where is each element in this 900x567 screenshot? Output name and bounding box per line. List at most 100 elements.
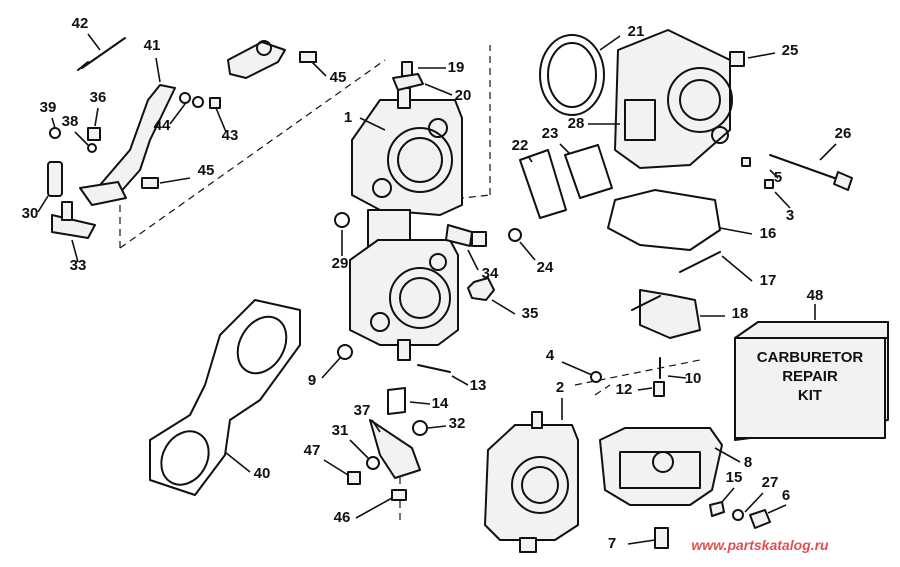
callout-leader-40 <box>224 451 251 473</box>
screw-45-top <box>299 51 317 63</box>
callout-leader-34 <box>467 249 479 271</box>
collar-46 <box>391 489 407 501</box>
callout-leader-10 <box>667 375 687 379</box>
callout-leader-39 <box>51 117 56 129</box>
callout-leader-25 <box>747 52 776 59</box>
callout-label-5: 5 <box>774 169 782 186</box>
gasket-23 <box>564 144 613 199</box>
pin-17 <box>679 251 721 273</box>
callout-leader-27 <box>744 492 764 513</box>
callout-label-40: 40 <box>254 465 271 482</box>
repair-kit-line3: KIT <box>798 387 822 404</box>
callout-label-23: 23 <box>542 125 559 142</box>
washer-39 <box>49 127 61 139</box>
callout-label-24: 24 <box>537 259 554 276</box>
callout-label-28: 28 <box>568 115 585 132</box>
bottom-right-hardware <box>590 357 771 549</box>
float-18 <box>631 289 701 339</box>
callout-leader-12 <box>637 387 653 391</box>
repair-kit-line2: REPAIR <box>782 368 838 385</box>
plug-9 <box>337 344 353 360</box>
float-bowl <box>599 427 723 506</box>
upper-carburetor-body <box>351 87 463 251</box>
callout-leader-1 <box>359 117 386 131</box>
callout-label-8: 8 <box>744 454 752 471</box>
throttle-arm <box>47 84 176 206</box>
air-intake-housing <box>614 29 733 169</box>
callout-label-14: 14 <box>432 395 449 412</box>
repair-kit-line1: CARBURETOR <box>757 349 864 366</box>
callout-label-31: 31 <box>332 422 349 439</box>
long-screw <box>77 37 126 71</box>
callout-leader-42 <box>87 33 101 51</box>
callout-label-45: 45 <box>198 162 215 179</box>
callout-label-19: 19 <box>448 59 465 76</box>
callout-label-48: 48 <box>807 287 824 304</box>
intake-gasket <box>539 34 605 116</box>
plate-20 <box>392 73 424 91</box>
plug-29 <box>334 212 350 228</box>
callout-label-43: 43 <box>222 127 239 144</box>
callout-leader-45 <box>311 61 327 77</box>
callout-label-44: 44 <box>154 117 171 134</box>
callout-label-27: 27 <box>762 474 779 491</box>
nozzle-12 <box>653 381 665 397</box>
spring-14 <box>387 387 406 415</box>
callout-label-6: 6 <box>782 487 790 504</box>
screw-25 <box>729 51 745 67</box>
watermark-text: www.partskatalog.ru <box>691 537 829 553</box>
plug-6 <box>749 509 771 529</box>
callout-label-29: 29 <box>332 255 349 272</box>
washer-38 <box>87 143 97 153</box>
callout-label-15: 15 <box>726 469 743 486</box>
float-bowl-gasket-16 <box>607 189 721 251</box>
callout-leader-15 <box>721 487 735 503</box>
nut-35 <box>467 277 495 301</box>
callout-leader-31 <box>349 439 369 459</box>
callout-label-17: 17 <box>760 272 777 289</box>
screw-43 <box>209 97 221 109</box>
screw-34 <box>445 224 487 247</box>
callout-leader-26 <box>819 143 837 161</box>
callout-label-32: 32 <box>449 415 466 432</box>
callout-label-30: 30 <box>22 205 39 222</box>
screw-24 <box>508 228 522 242</box>
callout-label-13: 13 <box>470 377 487 394</box>
callout-leader-7 <box>627 539 656 545</box>
callout-leader-4 <box>561 361 593 376</box>
callout-label-4: 4 <box>546 347 555 364</box>
callout-label-16: 16 <box>760 225 777 242</box>
callout-leader-24 <box>519 241 536 261</box>
jet-15 <box>709 501 725 517</box>
callout-leader-6 <box>767 504 787 514</box>
washer-44 <box>179 92 191 104</box>
callout-leader-37 <box>371 419 381 433</box>
screw-4 <box>590 371 602 383</box>
callout-leader-3 <box>774 191 791 209</box>
small-hardware <box>49 51 451 501</box>
callout-leader-21 <box>599 35 621 51</box>
callout-leader-46 <box>355 497 393 519</box>
throttle-cam <box>51 201 96 239</box>
washer-27 <box>732 509 744 521</box>
callout-leader-16 <box>719 227 753 235</box>
callout-label-45: 45 <box>330 69 347 86</box>
gasket-22 <box>519 149 567 219</box>
callout-leader-43 <box>215 107 227 133</box>
repair-kit-box <box>734 321 889 441</box>
washer-31 <box>366 456 380 470</box>
flange-gasket <box>149 299 301 496</box>
screw-47 <box>347 471 361 485</box>
callout-leader-41 <box>155 57 161 83</box>
callout-leader-5 <box>769 169 779 179</box>
callout-label-3: 3 <box>786 207 794 224</box>
callout-label-36: 36 <box>90 89 107 106</box>
callout-label-37: 37 <box>354 402 371 419</box>
callout-label-33: 33 <box>70 257 87 274</box>
callout-label-21: 21 <box>628 23 645 40</box>
callout-leader-13 <box>451 375 469 386</box>
callout-leader-22 <box>527 155 533 163</box>
nut-36 <box>87 127 101 141</box>
